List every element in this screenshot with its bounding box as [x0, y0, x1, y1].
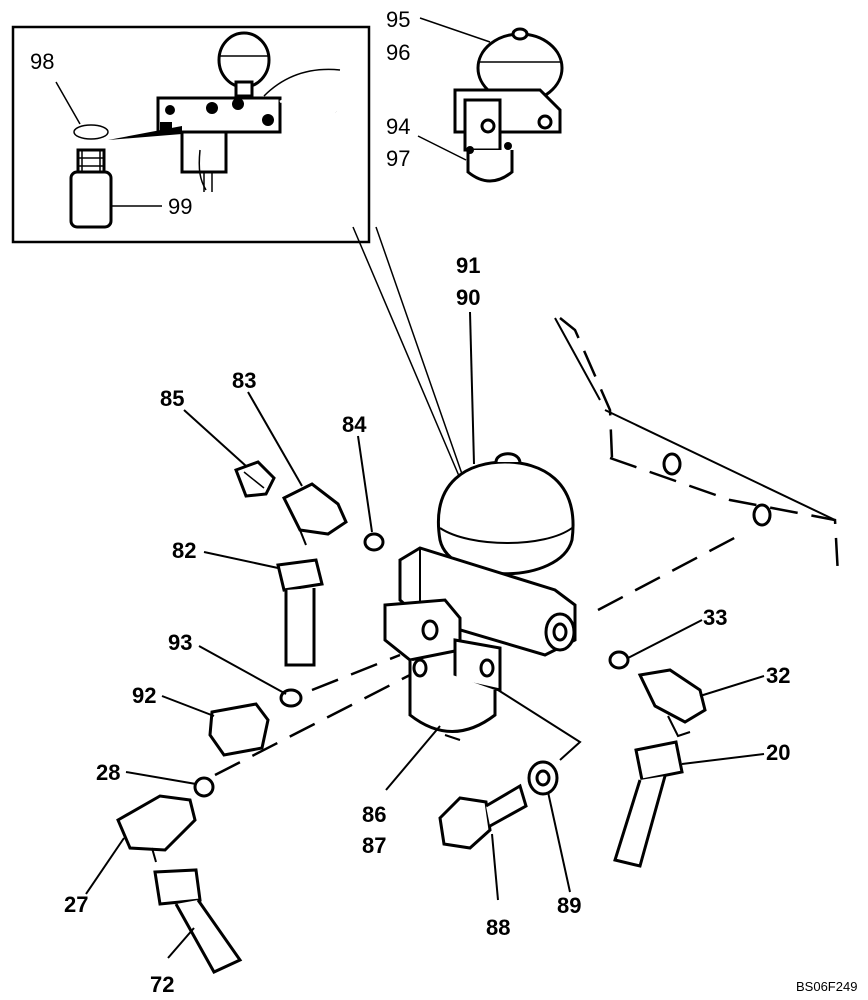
label-32: 32: [766, 663, 790, 688]
label-94: 94: [386, 114, 410, 139]
fittings: [116, 460, 707, 974]
label-83: 83: [232, 368, 256, 393]
frame-plate: [554, 317, 840, 576]
label-97: 97: [386, 146, 410, 171]
label-93: 93: [168, 630, 192, 655]
main-valve: [214, 452, 741, 777]
label-82: 82: [172, 538, 196, 563]
label-33: 33: [703, 605, 727, 630]
label-28: 28: [96, 760, 120, 785]
label-90: 90: [456, 285, 480, 310]
part-labels: 91 90 85 83 84 82 93 92 33 32 20 28 27 7…: [64, 253, 790, 997]
label-84: 84: [342, 412, 367, 437]
label-98: 98: [30, 49, 54, 74]
inset-detail: 98 99: [11, 25, 371, 244]
label-20: 20: [766, 740, 790, 765]
leader-lines: [85, 311, 765, 959]
reference-code: BS06F249: [796, 979, 857, 994]
label-86: 86: [362, 802, 386, 827]
label-95: 95: [386, 7, 410, 32]
label-87: 87: [362, 833, 386, 858]
top-assembly: 95 96 94 97: [386, 7, 564, 183]
label-89: 89: [557, 893, 581, 918]
label-99: 99: [168, 194, 192, 219]
label-85: 85: [160, 386, 184, 411]
label-72: 72: [150, 972, 174, 997]
label-91: 91: [456, 253, 480, 278]
callout-line: [352, 226, 460, 477]
label-92: 92: [132, 683, 156, 708]
callout-line: [375, 226, 463, 475]
label-88: 88: [486, 915, 510, 940]
label-27: 27: [64, 892, 88, 917]
label-96: 96: [386, 40, 410, 65]
